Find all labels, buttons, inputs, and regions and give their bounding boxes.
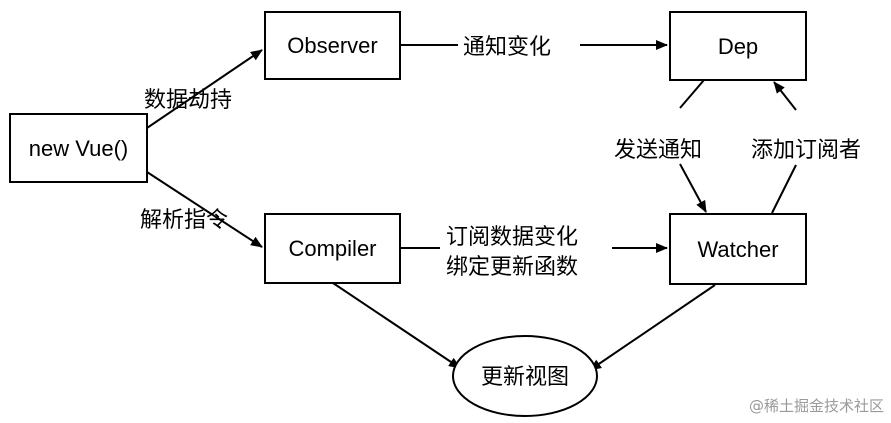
node-watcher: Watcher bbox=[669, 213, 807, 285]
node-observer: Observer bbox=[264, 11, 401, 80]
node-label-update-view: 更新视图 bbox=[481, 364, 569, 389]
edge-label-add-subscriber: 添加订阅者 bbox=[751, 138, 861, 163]
node-label-dep: Dep bbox=[718, 34, 758, 59]
node-dep: Dep bbox=[669, 11, 807, 81]
edge-label-notify-change: 通知变化 bbox=[463, 35, 551, 60]
node-new-vue: new Vue() bbox=[9, 113, 148, 183]
edge-watcher-to-update-view bbox=[589, 284, 716, 371]
edge-dep-to-watcher bbox=[679, 79, 707, 213]
node-compiler: Compiler bbox=[264, 213, 401, 284]
edge-label-subscribe-line1: 订阅数据变化 bbox=[446, 225, 578, 250]
edge-label-hijack: 数据劫持 bbox=[144, 88, 232, 113]
edge-watcher-to-dep bbox=[771, 81, 797, 214]
edge-compiler-to-update-view bbox=[332, 282, 461, 369]
edge-label-send-notify: 发送通知 bbox=[614, 138, 702, 163]
node-label-compiler: Compiler bbox=[288, 236, 376, 261]
edge-new-vue-to-compiler bbox=[146, 171, 263, 248]
edge-label-subscribe-line2: 绑定更新函数 bbox=[446, 255, 578, 280]
edge-label-parse: 解析指令 bbox=[140, 208, 228, 233]
watermark: @稀土掘金技术社区 bbox=[748, 397, 884, 415]
node-label-observer: Observer bbox=[287, 33, 377, 58]
node-label-new-vue: new Vue() bbox=[29, 136, 128, 161]
node-label-watcher: Watcher bbox=[697, 237, 778, 262]
node-update-view: 更新视图 bbox=[452, 335, 598, 417]
edge-new-vue-to-observer bbox=[146, 49, 263, 129]
